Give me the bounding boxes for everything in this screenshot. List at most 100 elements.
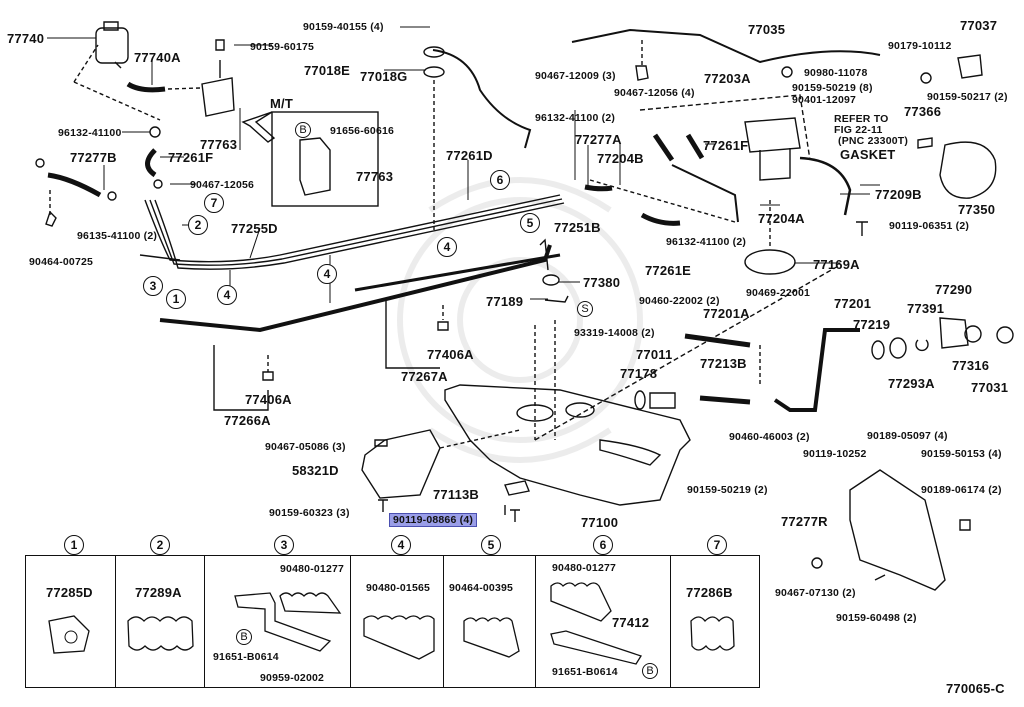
label-90159-50217[interactable]: 90159-50217 (2) (927, 91, 1008, 103)
label-90460-46003[interactable]: 90460-46003 (2) (729, 431, 810, 443)
label-77209B[interactable]: 77209B (875, 187, 922, 202)
clip-90464-00725[interactable] (45, 210, 57, 227)
label-77255D[interactable]: 77255D (231, 221, 278, 236)
hose-77277B[interactable] (47, 172, 102, 198)
plate-77169A[interactable] (744, 249, 796, 275)
label-77380[interactable]: 77380 (583, 275, 621, 290)
clip-90189-06174[interactable] (959, 519, 971, 531)
label-90469-22001[interactable]: 90469-22001 (746, 287, 811, 299)
callout-4c[interactable]: 4 (437, 237, 457, 257)
label-77201[interactable]: 77201 (834, 296, 872, 311)
label-77406A-lower[interactable]: 77406A (245, 392, 292, 407)
label-90159-60175[interactable]: 90159-60175 (250, 41, 315, 53)
label-77037[interactable]: 77037 (960, 18, 998, 33)
callout-7[interactable]: 7 (204, 193, 224, 213)
label-90159-60498[interactable]: 90159-60498 (2) (836, 612, 917, 624)
label-77011[interactable]: 77011 (636, 347, 673, 362)
bolt-90159-60323[interactable] (378, 499, 388, 512)
label-77277B[interactable]: 77277B (70, 150, 117, 165)
filler-pipe-77201[interactable] (773, 328, 860, 412)
label-77261F-left[interactable]: 77261F (168, 150, 214, 165)
clip-90467-12009[interactable] (635, 65, 649, 81)
callout-1[interactable]: 1 (166, 289, 186, 309)
label-77219[interactable]: 77219 (853, 317, 891, 332)
label-77261F-right[interactable]: 77261F (703, 138, 749, 153)
bracket-77763[interactable] (201, 39, 235, 117)
pipe-77204A[interactable] (671, 164, 739, 223)
hose-77261E[interactable] (640, 212, 681, 226)
ring-77391[interactable] (915, 339, 929, 352)
label-90159-40155[interactable]: 90159-40155 (4) (303, 21, 384, 33)
clip-90467-07130[interactable] (811, 557, 823, 569)
label-77366[interactable]: 77366 (904, 104, 942, 119)
check-valve-77380[interactable] (542, 274, 560, 286)
callout-4a[interactable]: 4 (217, 285, 237, 305)
panel-6-label-b[interactable]: 77412 (612, 615, 650, 630)
clip-90467-05086[interactable] (374, 439, 388, 447)
label-77203A[interactable]: 77203A (704, 71, 751, 86)
bolt-90119-08866[interactable] (510, 509, 520, 522)
label-90119-08866-highlighted[interactable]: 90119-08866 (4) (389, 513, 478, 527)
grommet-77406A-upper[interactable] (437, 321, 449, 331)
panel-2-label[interactable]: 77289A (135, 585, 182, 600)
fuel-pump-bracket-77203A[interactable] (744, 117, 801, 181)
bolt-90159-60498[interactable] (874, 574, 886, 581)
callout-3[interactable]: 3 (143, 276, 163, 296)
label-90467-05086[interactable]: 90467-05086 (3) (265, 441, 346, 453)
grommet-77406A-lower[interactable] (262, 371, 274, 381)
label-77213B[interactable]: 77213B (700, 356, 747, 371)
fuel-lines-77255D[interactable] (139, 194, 565, 270)
label-96132-41100-2b[interactable]: 96132-41100 (2) (666, 236, 747, 248)
hose-77213B[interactable] (699, 395, 751, 405)
label-96132-41100[interactable]: 96132-41100 (58, 127, 122, 139)
label-90467-07130[interactable]: 90467-07130 (2) (775, 587, 856, 599)
hose-77261F-right[interactable] (685, 133, 705, 160)
clamp-96135-41100[interactable] (107, 191, 117, 201)
label-90119-10252[interactable]: 90119-10252 (803, 448, 867, 460)
label-77290[interactable]: 77290 (935, 282, 973, 297)
label-90189-06174[interactable]: 90189-06174 (2) (921, 484, 1002, 496)
clamp-96132-41100[interactable] (149, 126, 161, 138)
gasket-77178[interactable] (634, 390, 646, 410)
fuel-tank-77100[interactable] (444, 384, 691, 506)
panel-6-label-c[interactable]: 91651-B0614 (552, 666, 618, 678)
label-77201A[interactable]: 77201A (703, 306, 750, 321)
label-77350[interactable]: 77350 (958, 202, 996, 217)
shield-58321D[interactable] (361, 429, 441, 499)
label-91656-60616[interactable]: 91656-60616 (330, 125, 395, 137)
cover-77277R[interactable] (849, 469, 946, 591)
label-77261D[interactable]: 77261D (446, 148, 493, 163)
panel-7-label[interactable]: 77286B (686, 585, 733, 600)
bracket-77189[interactable] (544, 295, 569, 303)
label-77204A[interactable]: 77204A (758, 211, 805, 226)
label-90179-10112[interactable]: 90179-10112 (888, 40, 952, 52)
label-90467-12056[interactable]: 90467-12056 (190, 179, 255, 191)
callout-2[interactable]: 2 (188, 215, 208, 235)
hose-77204B[interactable] (652, 133, 675, 162)
cap-77031[interactable] (996, 326, 1014, 344)
fuel-lid-77350[interactable] (939, 141, 997, 199)
panel-3-label-c[interactable]: 90959-02002 (260, 672, 325, 684)
label-90460-22002[interactable]: 90460-22002 (2) (639, 295, 720, 307)
label-77178[interactable]: 77178 (620, 366, 658, 381)
label-90119-06351[interactable]: 90119-06351 (2) (889, 220, 970, 232)
label-96132-41100-2a[interactable]: 96132-41100 (2) (535, 112, 616, 124)
panel-3-label-b[interactable]: 91651-B0614 (213, 651, 279, 663)
label-77277R[interactable]: 77277R (781, 514, 828, 529)
hose-77261F-left[interactable] (145, 148, 157, 178)
label-90467-12009[interactable]: 90467-12009 (3) (535, 70, 616, 82)
label-77277A[interactable]: 77277A (575, 132, 622, 147)
label-77266A[interactable]: 77266A (224, 413, 271, 428)
label-77316[interactable]: 77316 (952, 358, 990, 373)
label-gasket[interactable]: GASKET (840, 147, 896, 162)
label-90159-50153[interactable]: 90159-50153 (4) (921, 448, 1002, 460)
label-77391[interactable]: 77391 (907, 301, 945, 316)
callout-5[interactable]: 5 (520, 213, 540, 233)
joint-77011[interactable] (649, 392, 676, 409)
panel-4-label[interactable]: 90480-01565 (366, 582, 431, 594)
label-77763-box[interactable]: 77763 (356, 169, 394, 184)
label-90159-50219-8[interactable]: 90159-50219 (8) (792, 82, 873, 94)
label-90159-60323[interactable]: 90159-60323 (3) (269, 507, 350, 519)
callout-6[interactable]: 6 (490, 170, 510, 190)
label-90464-00725[interactable]: 90464-00725 (29, 256, 94, 268)
